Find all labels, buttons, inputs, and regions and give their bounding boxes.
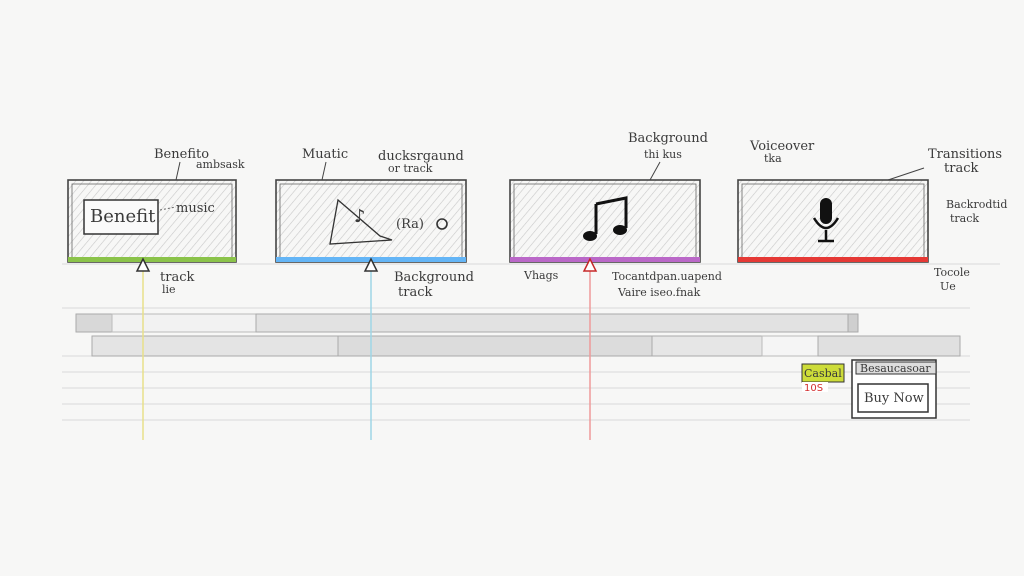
background-below-right-label-2: Vaire iseo.fnak [617,286,701,299]
voiceover-below-label-2: Ue [940,280,956,293]
panel-benefit[interactable]: Benefit music Benefito ambsask track lie [67,147,245,296]
panel-background[interactable]: Background thi kus Vhags Tocantdpan.uape… [509,131,722,299]
cta-box-header: Besaucasoar [860,362,931,375]
panel-music[interactable]: ♪ (Ra) Muatic ducksrgaund or track Backg… [275,147,474,300]
music-top-right-label-1: ducksrgaund [378,149,464,164]
background-top-label-1: Background [628,131,708,146]
transitions-label-1: Transitions [928,147,1002,162]
cta-small-line-2: 10S [804,383,823,394]
voiceover-top-label-1: Voiceover [749,139,815,154]
background-below-right-label-1: Tocantdpan.uapend [612,270,722,283]
benefit-top-label-1: Benefito [154,147,209,162]
music-below-label-2: track [398,285,432,300]
panel-voiceover-bar [738,257,928,262]
cta-small-line-1: Casbal [804,367,842,380]
benefit-below-label-2: lie [162,283,176,296]
timeline-track-2[interactable] [91,335,961,357]
music-inner-label: (Ra) [396,217,424,232]
volume-curve-icon [329,198,393,245]
backtrack-label-1: Backrodtid [946,198,1007,211]
panel-voiceover[interactable]: Voiceover tka Transitions track Backrodt… [737,139,1007,293]
background-below-left-label: Vhags [523,269,559,282]
benefit-side-label: music [176,201,215,216]
music-note-small-icon: ♪ [354,206,366,227]
buy-now-label: Buy Now [864,391,924,406]
cta-box[interactable]: Besaucasoar Buy Now [851,359,937,419]
panel-benefit-bar [68,257,236,262]
backtrack-label-2: track [950,212,979,225]
benefit-label-box [83,199,159,235]
background-top-label-2: thi kus [644,148,682,161]
voiceover-below-label-1: Tocole [934,266,970,279]
voiceover-top-label-2: tka [764,152,782,165]
panel-background-bar [510,257,700,262]
transitions-label-2: track [944,161,978,176]
timeline-track-1[interactable] [75,313,859,333]
benefit-below-label-1: track [160,270,194,285]
benefit-top-label-2: ambsask [196,158,245,171]
music-top-right-label-2: or track [388,162,433,175]
buy-now-button[interactable] [857,383,929,413]
cta-small-badge[interactable]: Casbal 10S [801,363,845,394]
benefit-playhead-marker[interactable] [135,257,151,272]
benefit-inner-label: Benefit [90,206,156,227]
music-top-left-label: Muatic [302,147,348,162]
music-below-label-1: Background [394,270,474,285]
background-playhead-marker[interactable] [582,257,598,272]
microphone-icon [812,198,840,243]
music-note-icon [583,196,628,241]
music-knob-icon [436,218,448,230]
music-playhead-marker[interactable] [363,257,379,272]
